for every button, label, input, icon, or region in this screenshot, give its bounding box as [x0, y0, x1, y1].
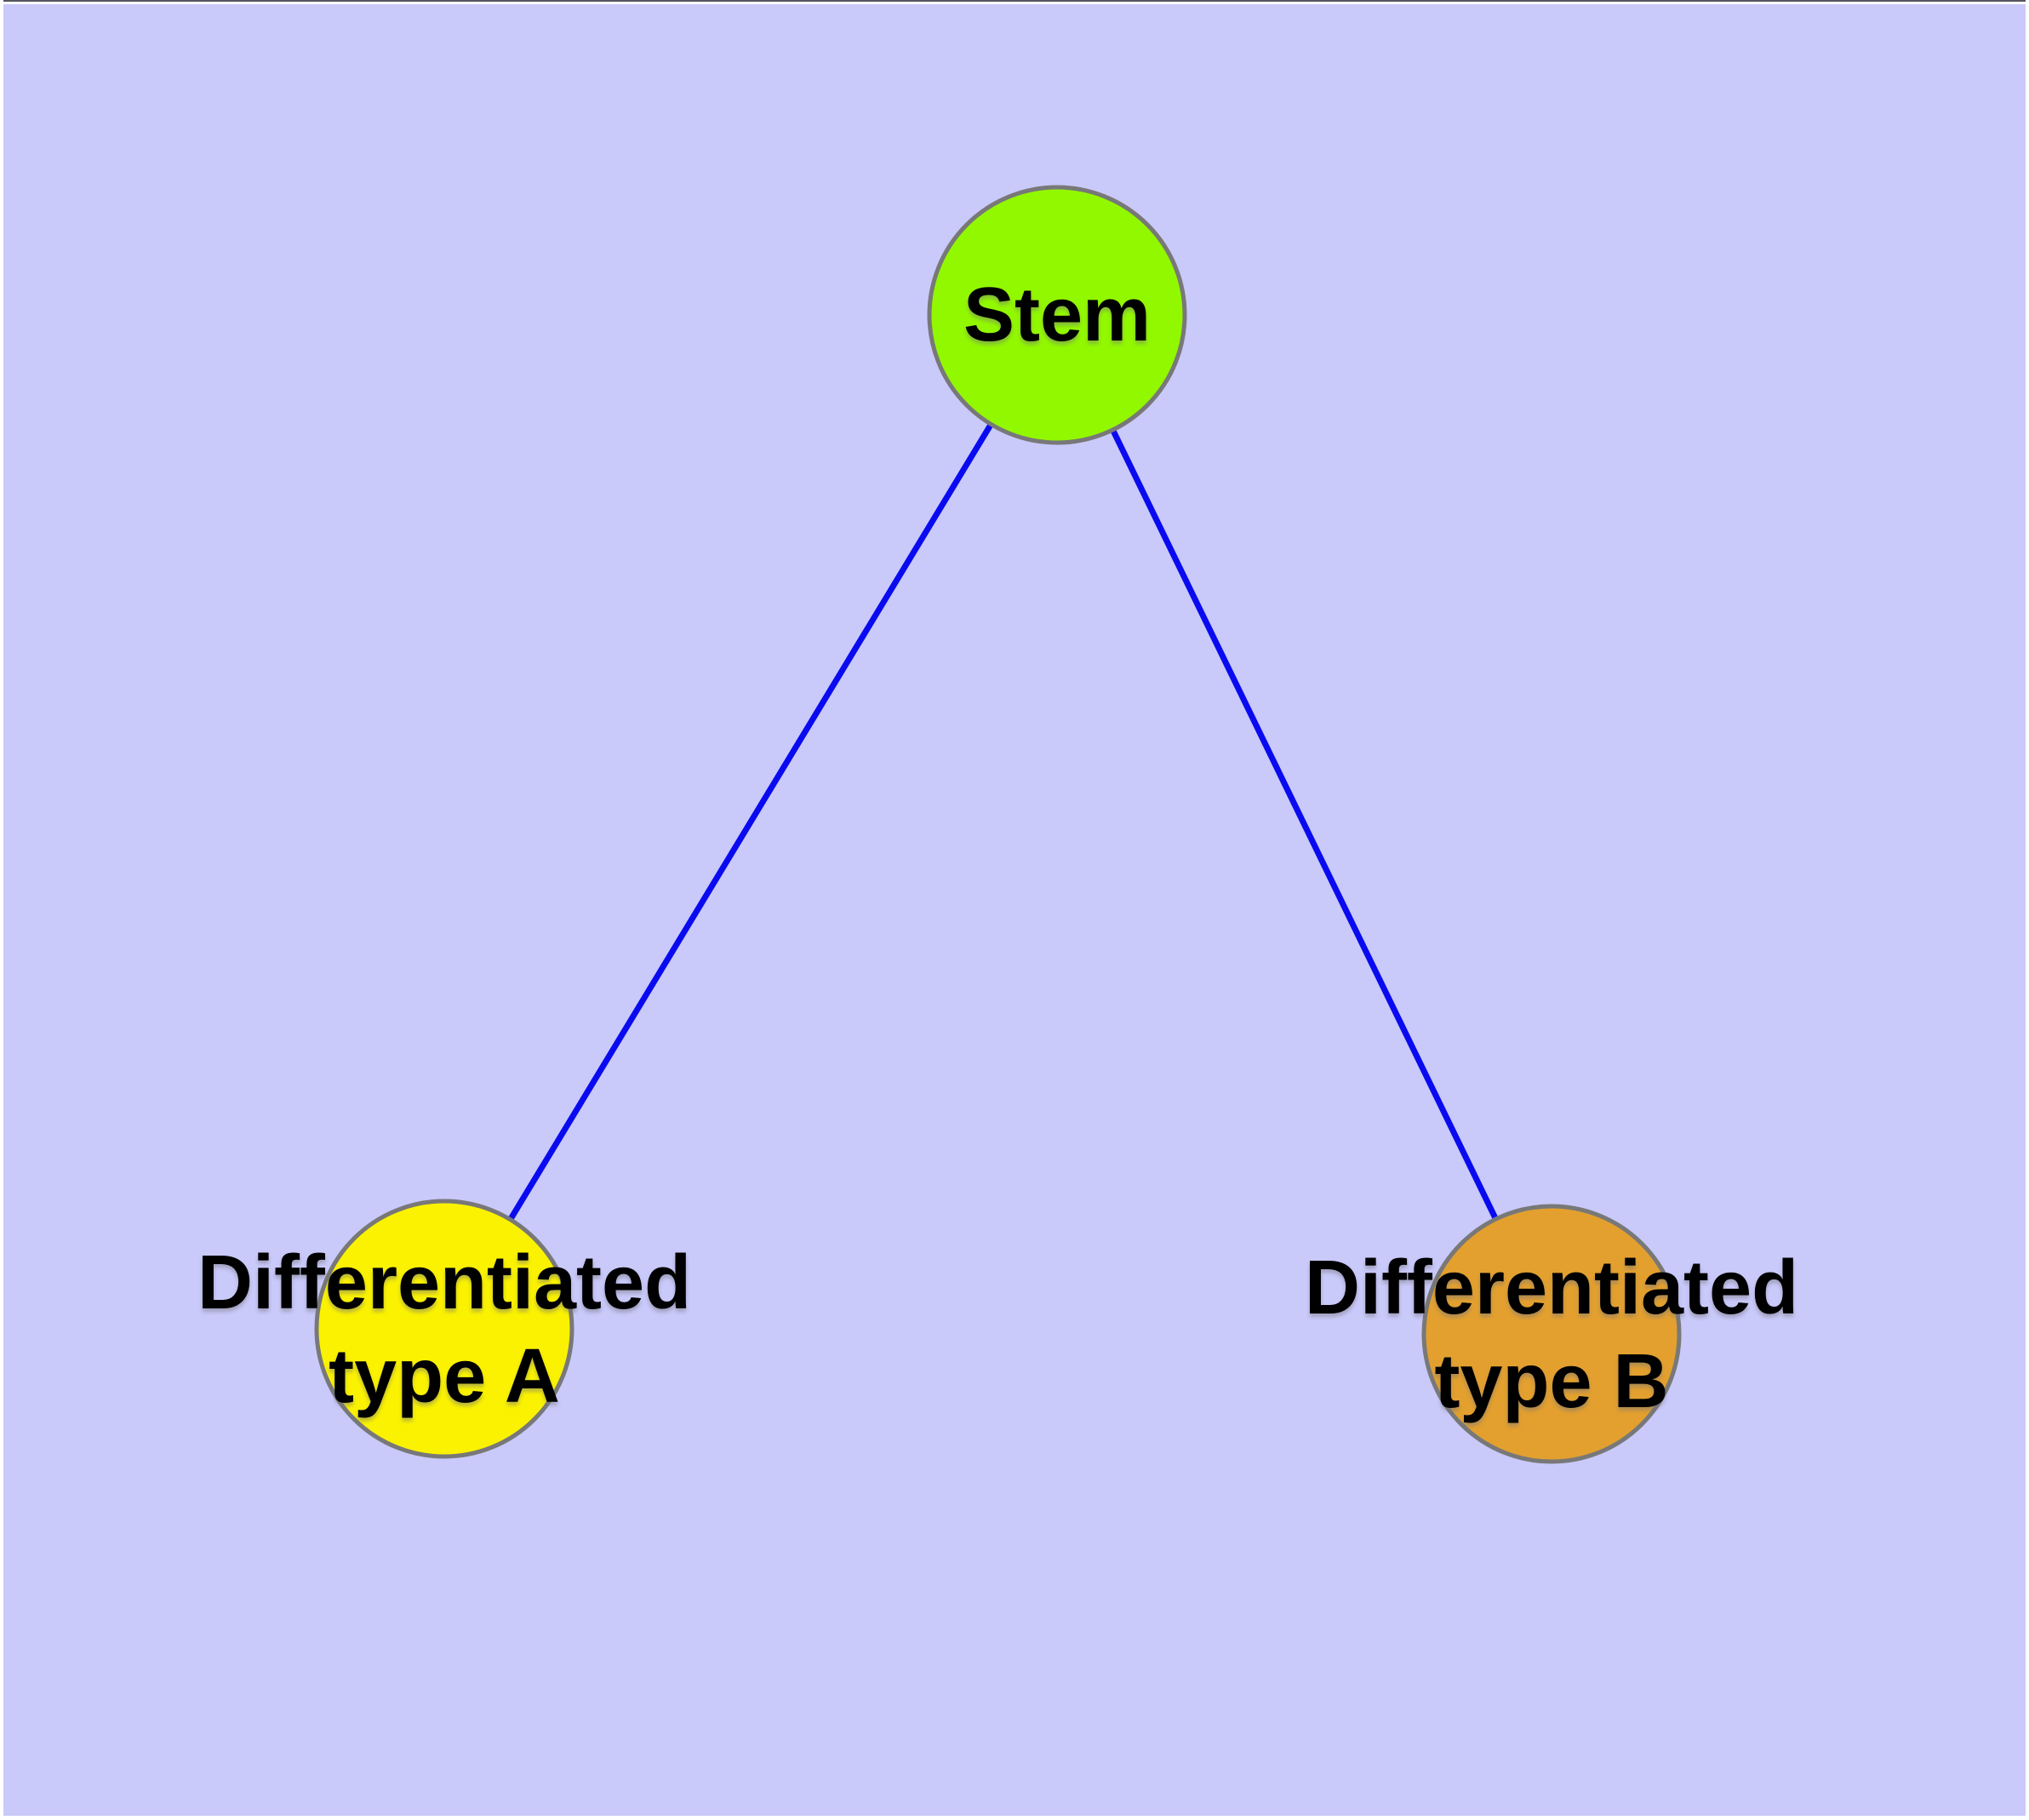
node-stem-label-text: Stem	[963, 272, 1152, 358]
node-differentiated-type-b-circle	[1421, 1204, 1682, 1464]
node-differentiated-type-a-circle	[314, 1199, 574, 1459]
node-differentiated-type-a-label: Differentiated type A	[197, 1236, 691, 1423]
node-differentiated-type-b-label-line2: type B	[1434, 1339, 1669, 1424]
window-top-highlight	[3, 2, 2026, 4]
node-edge-graph	[314, 185, 1682, 1464]
node-stem-circle	[927, 185, 1187, 445]
edge-stem-to-type-a	[442, 313, 1060, 1331]
node-differentiated-type-b-label-line1: Differentiated	[1304, 1245, 1799, 1331]
node-differentiated-type-b-label: Differentiated type B	[1305, 1241, 1798, 1428]
edge-stem-to-type-b	[1054, 313, 1555, 1336]
node-stem-label: Stem	[963, 268, 1151, 362]
node-differentiated-type-a-label-line1: Differentiated	[197, 1240, 692, 1325]
window-top-edge-line	[3, 0, 2026, 2]
node-differentiated-type-a-label-line2: type A	[329, 1334, 560, 1419]
